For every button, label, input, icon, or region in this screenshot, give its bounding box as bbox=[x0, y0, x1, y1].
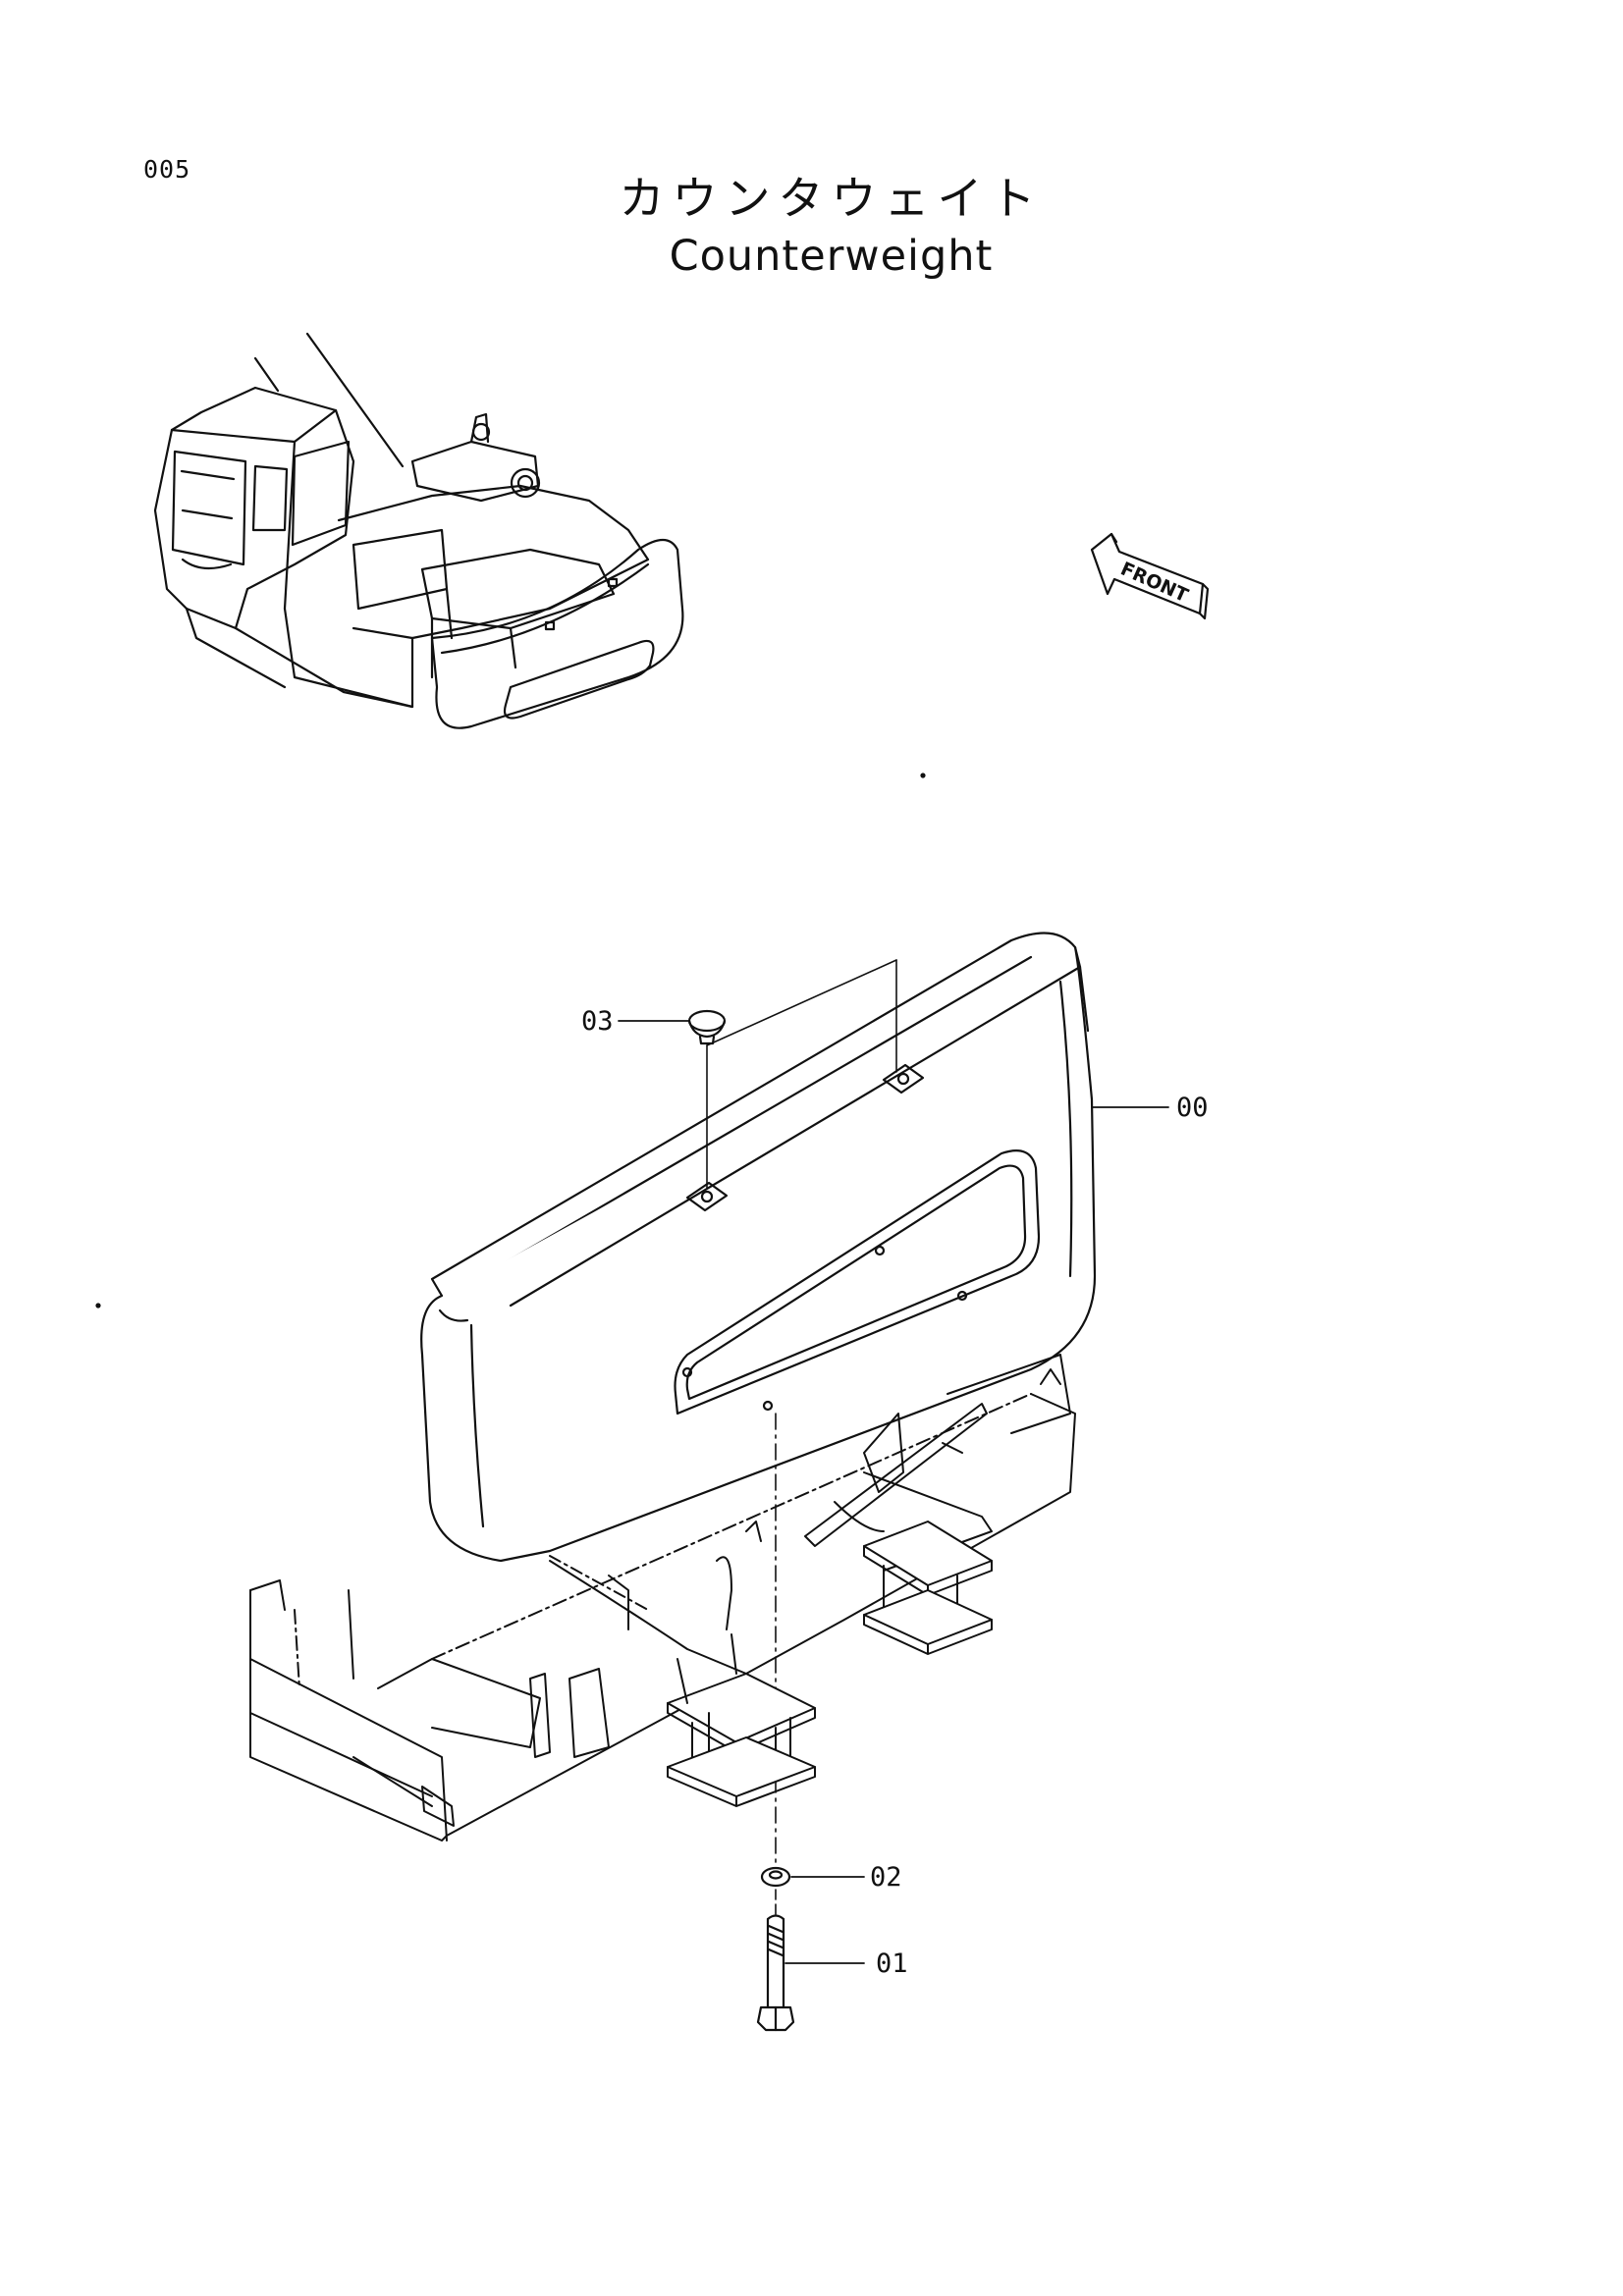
callout-01: 01 bbox=[876, 1949, 908, 1979]
counterweight-part-00 bbox=[420, 932, 1097, 1563]
callout-00: 00 bbox=[1176, 1093, 1209, 1123]
page-number: 005 bbox=[143, 155, 191, 184]
title-japanese: カウンタウェイト bbox=[619, 172, 1044, 225]
front-arrow-icon: FRONT bbox=[1090, 532, 1210, 620]
callout-03: 03 bbox=[581, 1006, 614, 1037]
callout-02: 02 bbox=[870, 1862, 902, 1893]
washer-part-02 bbox=[760, 1866, 791, 1888]
excavator-overview bbox=[153, 332, 684, 729]
title-english: Counterweight bbox=[669, 232, 994, 281]
mounting-plate-left bbox=[667, 1633, 816, 1807]
mounting-plate-right bbox=[863, 1521, 993, 1655]
bolt-part-01 bbox=[756, 1914, 795, 2032]
upper-frame bbox=[249, 1354, 1076, 1842]
cap-part-03 bbox=[687, 1009, 727, 1045]
callout-leaders bbox=[618, 1020, 1169, 1964]
